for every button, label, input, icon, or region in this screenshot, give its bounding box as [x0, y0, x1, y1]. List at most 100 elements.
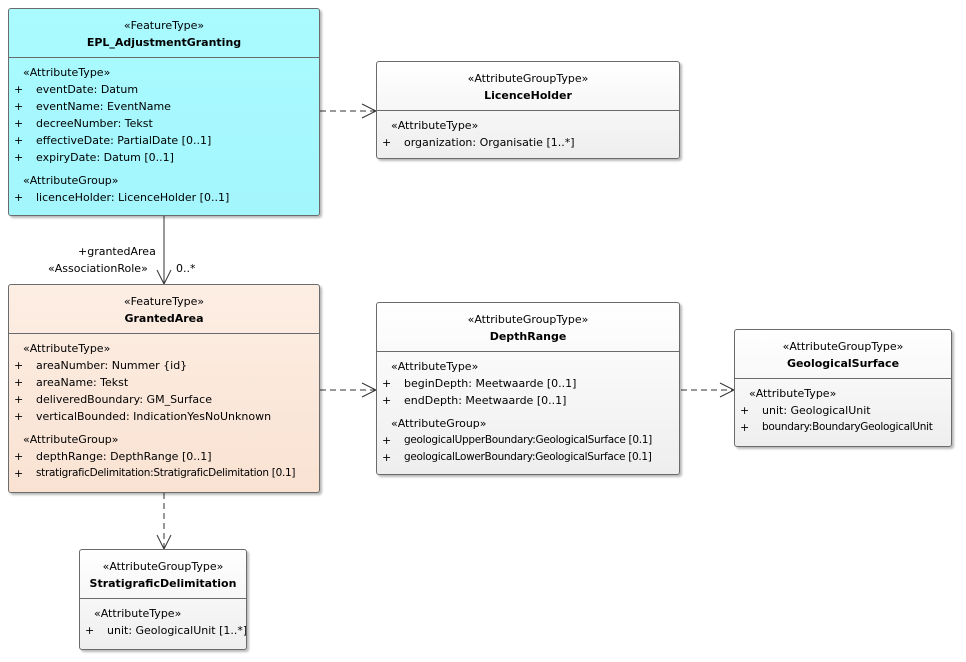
section-label: «AttributeType»: [391, 119, 479, 132]
visibility-marker: +: [14, 117, 24, 130]
attribute-text: licenceHolder: LicenceHolder [0..1]: [36, 191, 230, 204]
class-body: «AttributeType» + unit: GeologicalUnit [1…: [80, 599, 246, 639]
visibility-marker: +: [382, 434, 392, 447]
attribute-text: eventDate: Datum: [36, 83, 139, 96]
class-licenceholder[interactable]: «AttributeGroupType» LicenceHolder «Attr…: [376, 61, 680, 159]
class-header: «FeatureType» EPL_AdjustmentGranting: [9, 9, 319, 58]
attribute-row: + areaNumber: Nummer {id}: [9, 357, 319, 374]
attribute-row: + unit: GeologicalUnit [1..*]: [80, 622, 246, 639]
attribute-text: decreeNumber: Tekst: [36, 117, 153, 130]
class-header: «AttributeGroupType» GeologicalSurface: [735, 330, 951, 379]
class-name: DepthRange: [489, 330, 567, 343]
visibility-marker: +: [14, 100, 24, 113]
attribute-text: organization: Organisatie [1..*]: [404, 136, 575, 149]
class-stereotype: «FeatureType»: [123, 295, 205, 308]
visibility-marker: +: [382, 451, 392, 464]
visibility-marker: +: [14, 410, 24, 423]
attribute-text: deliveredBoundary: GM_Surface: [36, 393, 212, 406]
section-label: «AttributeGroup»: [23, 433, 119, 446]
attribute-text: stratigraficDelimitation:StratigraficDel…: [36, 467, 296, 479]
visibility-marker: +: [14, 151, 24, 164]
attribute-text: geologicalUpperBoundary:GeologicalSurfac…: [404, 434, 652, 446]
class-name: LicenceHolder: [484, 89, 572, 102]
attribute-row: + licenceHolder: LicenceHolder [0..1]: [9, 189, 319, 206]
section-label: «AttributeType»: [23, 66, 111, 79]
association-role-label: +grantedArea: [78, 245, 156, 258]
visibility-marker: +: [14, 359, 24, 372]
attribute-row: + beginDepth: Meetwaarde [0..1]: [377, 375, 679, 392]
visibility-marker: +: [382, 136, 392, 149]
class-header: «AttributeGroupType» StratigraficDelimit…: [80, 550, 246, 599]
association-multiplicity-label: 0..*: [176, 262, 196, 275]
attribute-row: + eventDate: Datum: [9, 81, 319, 98]
attribute-text: geologicalLowerBoundary:GeologicalSurfac…: [404, 451, 652, 463]
attribute-row: + areaName: Tekst: [9, 374, 319, 391]
visibility-marker: +: [14, 393, 24, 406]
visibility-marker: +: [14, 376, 24, 389]
section-label: «AttributeType»: [94, 607, 182, 620]
attribute-row: + boundary:BoundaryGeologicalUnit: [735, 419, 951, 436]
attribute-row: + effectiveDate: PartialDate [0..1]: [9, 132, 319, 149]
attribute-row: + stratigraficDelimitation:StratigraficDe…: [9, 465, 319, 482]
section-label: «AttributeGroup»: [23, 174, 119, 187]
attribute-text: depthRange: DepthRange [0..1]: [36, 450, 212, 463]
class-stratigraficdelimitation[interactable]: «AttributeGroupType» StratigraficDelimit…: [79, 549, 247, 650]
class-stereotype: «AttributeGroupType»: [467, 313, 589, 326]
attribute-text: eventName: EventName: [36, 100, 171, 113]
class-body: «AttributeType» + eventDate: Datum + event…: [9, 58, 319, 206]
class-header: «AttributeGroupType» DepthRange: [377, 303, 679, 352]
attribute-text: endDepth: Meetwaarde [0..1]: [404, 394, 567, 407]
attribute-row: + expiryDate: Datum [0..1]: [9, 149, 319, 166]
attribute-text: boundary:BoundaryGeologicalUnit: [762, 421, 933, 433]
attribute-row: + organization: Organisatie [1..*]: [377, 134, 679, 151]
section-label: «AttributeGroup»: [391, 417, 487, 430]
class-geologicalsurface[interactable]: «AttributeGroupType» GeologicalSurface «…: [734, 329, 952, 447]
class-stereotype: «AttributeGroupType»: [467, 72, 589, 85]
visibility-marker: +: [740, 421, 750, 434]
attribute-row: + geologicalLowerBoundary:GeologicalSurfa…: [377, 449, 679, 466]
class-body: «AttributeType» +unit: GeologicalUnit +b…: [735, 379, 951, 436]
attribute-row: + deliveredBoundary: GM_Surface: [9, 391, 319, 408]
class-stereotype: «AttributeGroupType»: [782, 340, 904, 353]
class-grantedarea[interactable]: «FeatureType» GrantedArea «AttributeType…: [8, 284, 320, 493]
attribute-row: + endDepth: Meetwaarde [0..1]: [377, 392, 679, 409]
attribute-row: + unit: GeologicalUnit: [735, 402, 951, 419]
attribute-text: areaName: Tekst: [36, 376, 129, 389]
visibility-marker: +: [382, 377, 392, 390]
visibility-marker: +: [382, 394, 392, 407]
class-name: GrantedArea: [124, 312, 204, 325]
attribute-text: areaNumber: Nummer {id}: [36, 359, 188, 372]
class-body: «AttributeType» +areaNumber: Nummer {id}…: [9, 334, 319, 482]
attribute-text: unit: GeologicalUnit: [762, 404, 871, 417]
association-stereotype-label: «AssociationRole»: [48, 262, 148, 275]
attribute-row: + verticalBounded: IndicationYesNoUnknown: [9, 408, 319, 425]
attribute-text: unit: GeologicalUnit [1..*]: [107, 624, 247, 637]
attribute-text: effectiveDate: PartialDate [0..1]: [36, 134, 212, 147]
class-stereotype: «AttributeGroupType»: [102, 560, 224, 573]
visibility-marker: +: [14, 450, 24, 463]
class-name: GeologicalSurface: [786, 357, 900, 370]
class-header: «FeatureType» GrantedArea: [9, 285, 319, 334]
visibility-marker: +: [14, 191, 24, 204]
class-stereotype: «FeatureType»: [123, 19, 205, 32]
visibility-marker: +: [14, 467, 24, 480]
attribute-text: beginDepth: Meetwaarde [0..1]: [404, 377, 577, 390]
class-name: EPL_AdjustmentGranting: [86, 36, 242, 49]
class-name: StratigraficDelimitation: [89, 577, 237, 590]
visibility-marker: +: [14, 134, 24, 147]
class-header: «AttributeGroupType» LicenceHolder: [377, 62, 679, 111]
class-body: «AttributeType» + organization: Organisat…: [377, 111, 679, 151]
visibility-marker: +: [14, 83, 24, 96]
attribute-row: + geologicalUpperBoundary:GeologicalSurfa…: [377, 432, 679, 449]
attribute-row: + eventName: EventName: [9, 98, 319, 115]
attribute-row: + depthRange: DepthRange [0..1]: [9, 448, 319, 465]
class-epl-adjustmentgranting[interactable]: «FeatureType» EPL_AdjustmentGranting «At…: [8, 8, 320, 216]
section-label: «AttributeType»: [391, 360, 479, 373]
attribute-row: + decreeNumber: Tekst: [9, 115, 319, 132]
attribute-text: expiryDate: Datum [0..1]: [36, 151, 174, 164]
attribute-text: verticalBounded: IndicationYesNoUnknown: [36, 410, 272, 423]
class-depthrange[interactable]: «AttributeGroupType» DepthRange «Attribu…: [376, 302, 680, 475]
visibility-marker: +: [740, 404, 750, 417]
visibility-marker: +: [85, 624, 95, 637]
